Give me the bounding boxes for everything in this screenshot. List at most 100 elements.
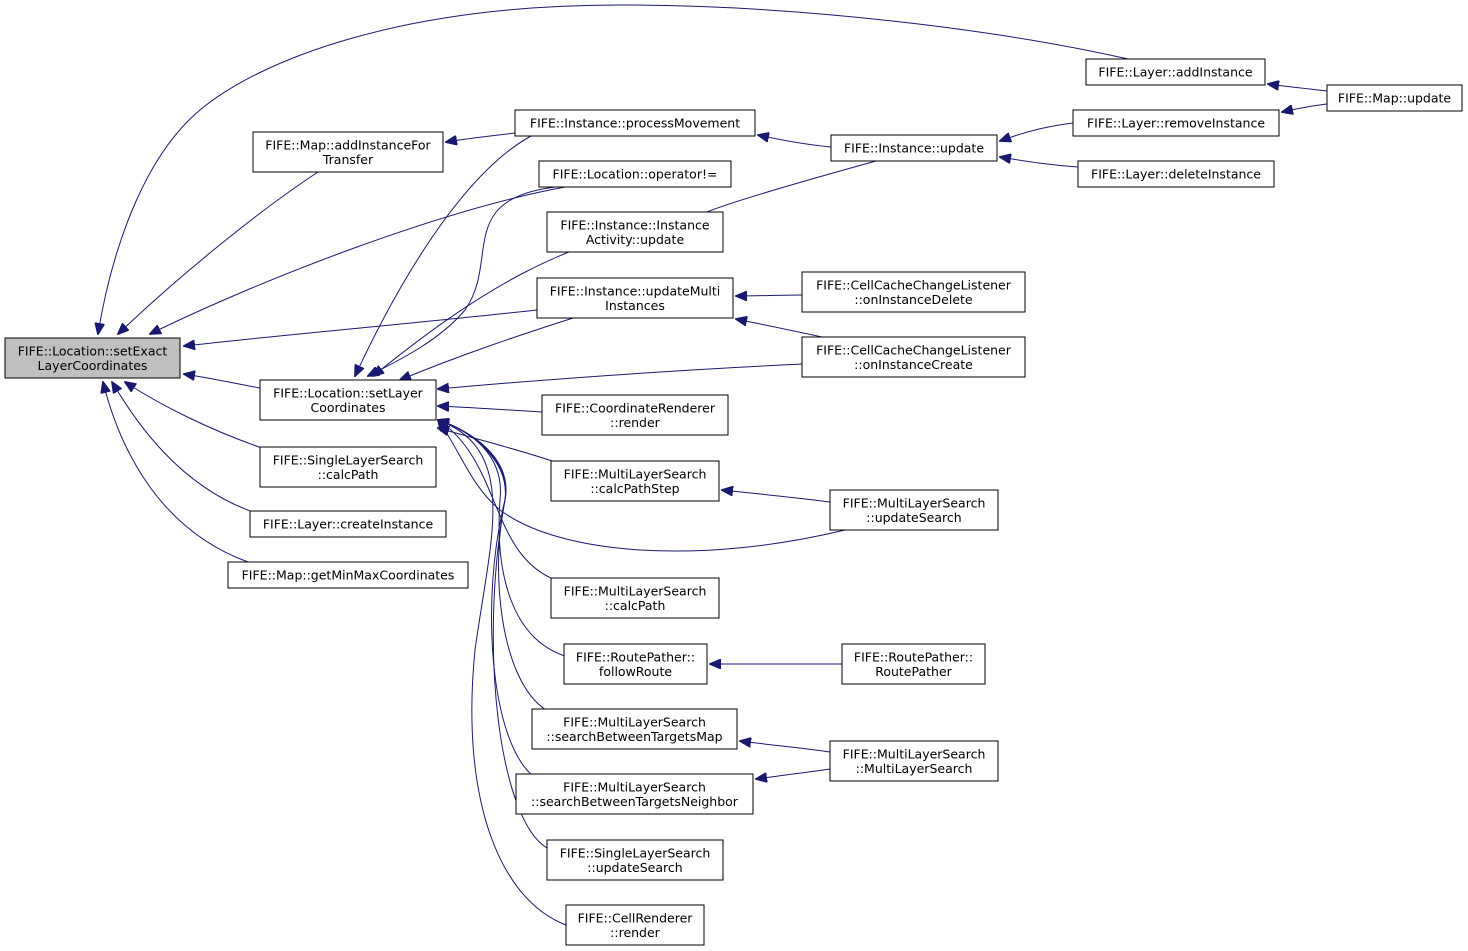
node-box[interactable] [249,510,447,538]
edge-layer_createinstance-to-root [112,382,263,516]
node-loc-operatorne[interactable]: FIFE::Location::operator!= [538,160,732,188]
node-box[interactable] [565,904,705,946]
node-box[interactable] [841,643,986,685]
node-box[interactable] [546,211,724,253]
node-mls-searchneighbor[interactable]: FIFE::MultiLayerSearch::searchBetweenTar… [515,773,754,815]
node-box[interactable] [829,489,999,531]
edge-path [438,420,534,777]
edge-map_getminmax-to-root [103,382,249,563]
edge-path [438,428,556,463]
node-label-line: FIFE::CellRenderer [578,910,694,925]
edge-inst_processmovement-to-map_addinstfortransfer [446,132,516,142]
node-box[interactable] [801,271,1026,313]
node-box[interactable] [259,379,437,421]
node-box[interactable] [550,460,720,502]
node-rp-followroute[interactable]: FIFE::RoutePather::followRoute [563,643,708,685]
node-label-line: FIFE::MultiLayerSearch [564,466,707,481]
edge-path [1000,157,1079,168]
node-rp-routepather[interactable]: FIFE::RoutePather::RoutePather [841,643,986,685]
node-cccl-oncreate[interactable]: FIFE::CellCacheChangeListener::onInstanc… [801,336,1026,378]
edge-mls_multilayersearch-to-mls_searchneighbor [756,768,831,779]
node-label-line: FIFE::Layer::addInstance [1098,65,1252,80]
node-label-line: FIFE::SingleLayerSearch [273,452,424,467]
node-mls-calcpath[interactable]: FIFE::MultiLayerSearch::calcPath [550,577,720,619]
node-inst-update[interactable]: FIFE::Instance::update [830,134,998,162]
node-box[interactable] [227,561,469,589]
node-layer-addinstance[interactable]: FIFE::Layer::addInstance [1085,58,1266,86]
node-box[interactable] [514,109,756,137]
edge-path [184,309,538,346]
node-box[interactable] [1326,84,1463,112]
edge-loc_operatorne-to-root [150,186,566,334]
edge-path [368,186,556,376]
node-sls-calcpath[interactable]: FIFE::SingleLayerSearch::calcPath [259,446,437,488]
edge-map_addinstfortransfer-to-root [118,171,319,334]
edge-cellrenderer_render-to-loc_setlayercoords [438,420,567,926]
node-label-line: Coordinates [310,400,385,415]
node-box[interactable] [829,740,999,782]
node-box[interactable] [538,160,732,188]
node-label-line: ::searchBetweenTargetsMap [546,729,722,744]
node-label-line: FIFE::Map::update [1338,91,1452,106]
node-label-line: FIFE::CellCacheChangeListener [816,277,1012,292]
node-box[interactable] [830,134,998,162]
node-label-line: FIFE::MultiLayerSearch [563,714,706,729]
node-coordrenderer-render[interactable]: FIFE::CoordinateRenderer::render [541,394,729,436]
node-box[interactable] [546,839,724,881]
node-label-line: FIFE::CellCacheChangeListener [816,342,1012,357]
node-box[interactable] [1077,160,1275,188]
edge-coordrenderer_render-to-loc_setlayercoords [438,406,543,413]
node-label-line: FIFE::CoordinateRenderer [555,400,716,415]
node-mls-searchmap[interactable]: FIFE::MultiLayerSearch::searchBetweenTar… [531,708,738,750]
node-layer-removeinstance[interactable]: FIFE::Layer::removeInstance [1072,109,1280,137]
edge-path [438,406,543,413]
node-box[interactable] [4,337,181,379]
node-label-line: ::onInstanceDelete [854,292,973,307]
node-label-line: FIFE::MultiLayerSearch [563,779,706,794]
node-cellrenderer-render[interactable]: FIFE::CellRenderer::render [565,904,705,946]
node-box[interactable] [563,643,708,685]
node-sls-updatesearch[interactable]: FIFE::SingleLayerSearch::updateSearch [546,839,724,881]
node-mls-calcpathstep[interactable]: FIFE::MultiLayerSearch::calcPathStep [550,460,720,502]
edge-mls_multilayersearch-to-mls_searchmap [740,741,831,753]
node-box[interactable] [536,277,734,319]
node-map-getminmax[interactable]: FIFE::Map::getMinMaxCoordinates [227,561,469,589]
edge-path [736,295,803,296]
node-label-line: FIFE::MultiLayerSearch [843,495,986,510]
node-layer-createinstance[interactable]: FIFE::Layer::createInstance [249,510,447,538]
edge-path [756,768,831,779]
edge-mls_calcpathstep-to-loc_setlayercoords [438,428,556,463]
node-box[interactable] [531,708,738,750]
edge-mls_calcpath-to-loc_setlayercoords [438,420,552,579]
edge-path [1268,84,1328,92]
node-box[interactable] [1085,58,1266,86]
node-label-line: FIFE::Instance::updateMulti [550,283,721,298]
node-box[interactable] [259,446,437,488]
edge-path [112,382,263,516]
node-layer-deleteinstance[interactable]: FIFE::Layer::deleteInstance [1077,160,1275,188]
node-map-update[interactable]: FIFE::Map::update [1326,84,1463,112]
node-cccl-ondelete[interactable]: FIFE::CellCacheChangeListener::onInstanc… [801,271,1026,313]
node-mls-multilayersearch[interactable]: FIFE::MultiLayerSearch::MultiLayerSearch [829,740,999,782]
node-inst-processmovement[interactable]: FIFE::Instance::processMovement [514,109,756,137]
node-box[interactable] [1072,109,1280,137]
node-box[interactable] [252,131,444,173]
edge-loc_setlayercoords-to-root [184,374,261,389]
node-box[interactable] [541,394,729,436]
edge-path [438,420,552,579]
node-box[interactable] [550,577,720,619]
node-box[interactable] [801,336,1026,378]
edge-cccl_ondelete-to-inst_updatemulti [736,295,803,296]
node-label-line: FIFE::Instance::Instance [560,217,709,232]
edge-inst_updatemulti-to-loc_setlayercoords [400,317,574,380]
node-label-line: ::calcPathStep [590,481,679,496]
edge-mls_updatesearch-to-mls_calcpathstep [722,490,831,503]
edge-mls_updatesearch-to-loc_setlayercoords [438,420,846,552]
node-mls-updatesearch[interactable]: FIFE::MultiLayerSearch::updateSearch [829,489,999,531]
node-box[interactable] [515,773,754,815]
